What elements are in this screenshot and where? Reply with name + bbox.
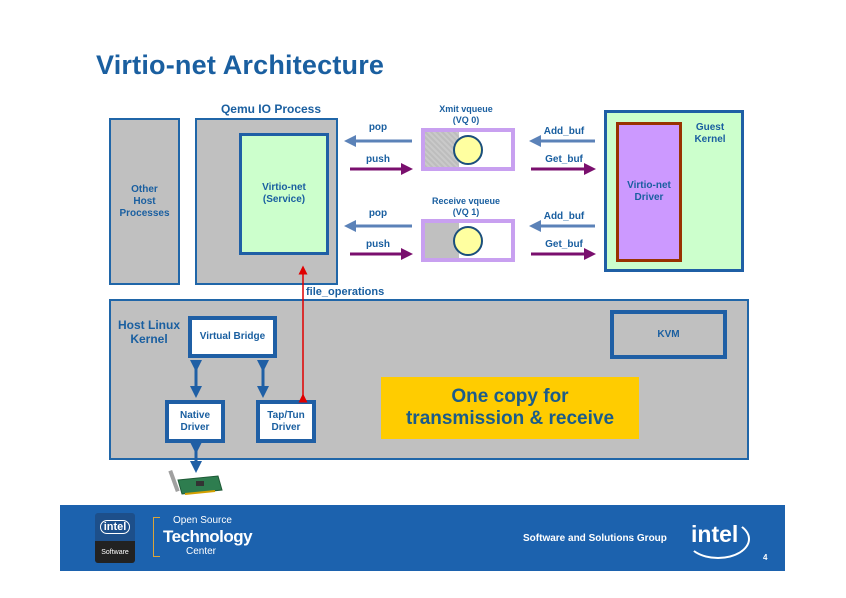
xmit-get-buf-label: Get_buf [545,154,583,165]
native-line1: Native [179,409,210,421]
receive-pop-label: pop [368,208,388,219]
file-operations-label: file_operations [306,286,385,298]
virtio-net-service-box: Virtio-net (Service) [239,133,329,255]
host-kernel-label: Host Linux Kernel [114,318,184,346]
other-host-line2: Host [133,195,156,207]
receive-push-label: push [366,239,390,250]
service-line1: Virtio-net [262,182,306,193]
host-line2: Kernel [130,332,168,346]
driver-line1: Virtio-net [627,180,671,191]
receive-vqueue-title: Receive vqueue (VQ 1) [418,196,514,218]
network-card-icon [168,469,223,495]
taptun-line1: Tap/Tun [267,409,305,421]
group-name: Software and Solutions Group [523,533,667,544]
guest-line2: Kernel [694,134,726,145]
receive-add-buf-label: Add_buf [543,211,585,222]
qemu-process-label: Qemu IO Process [220,102,322,116]
other-host-processes-box: Other Host Processes [109,118,180,285]
xmit-title-line1: Xmit vqueue [439,104,493,114]
callout-line2: transmission & receive [405,408,615,429]
other-host-line3: Processes [119,207,170,219]
kvm-box: KVM [610,310,727,359]
guest-kernel-label: Guest Kernel [680,122,740,146]
xmit-vqueue-title: Xmit vqueue (VQ 0) [418,104,514,126]
xmit-title-line2: (VQ 0) [452,115,480,125]
intel-badge-software: Software [95,541,135,563]
receive-vqueue-box [421,219,515,262]
host-line1: Host Linux [118,318,180,332]
xmit-vqueue-box [421,128,515,171]
ostc-bracket [153,517,160,557]
ostc-line2: Technology [163,527,253,546]
other-host-line1: Other [131,183,158,195]
intel-badge-logo: intel [99,520,131,534]
guest-line1: Guest [695,122,725,133]
receive-queue-buffer-icon [453,225,483,256]
virtio-net-driver-box: Virtio-net Driver [616,122,682,262]
receive-title-line2: (VQ 1) [452,207,480,217]
driver-line2: Driver [634,192,664,203]
xmit-add-buf-label: Add_buf [543,126,585,137]
xmit-push-label: push [366,154,390,165]
ostc-line3: Center [186,546,217,557]
xmit-queue-buffer-icon [453,134,483,165]
intel-software-badge: intel Software [95,513,135,563]
receive-get-buf-label: Get_buf [545,239,583,250]
receive-title-line1: Receive vqueue [431,196,501,206]
slide-title: Virtio-net Architecture [96,50,385,80]
native-line2: Driver [180,421,210,433]
virtual-bridge-box: Virtual Bridge [188,316,277,358]
intel-logo-swoosh [686,519,750,559]
native-driver-box: Native Driver [165,400,225,443]
xmit-pop-label: pop [368,122,388,133]
callout-line1: One copy for [451,386,569,407]
footer-banner: intel Software Open Source Technology Ce… [60,505,785,571]
service-line2: (Service) [262,194,306,205]
ostc-line1: Open Source [173,515,232,526]
taptun-line2: Driver [271,421,301,433]
taptun-driver-box: Tap/Tun Driver [256,400,316,443]
page-number: 4 [763,553,768,562]
kvm-label: KVM [657,328,680,340]
virtual-bridge-label: Virtual Bridge [199,331,266,342]
intel-logo: intel [691,521,739,547]
one-copy-callout: One copy for transmission & receive [381,377,639,439]
